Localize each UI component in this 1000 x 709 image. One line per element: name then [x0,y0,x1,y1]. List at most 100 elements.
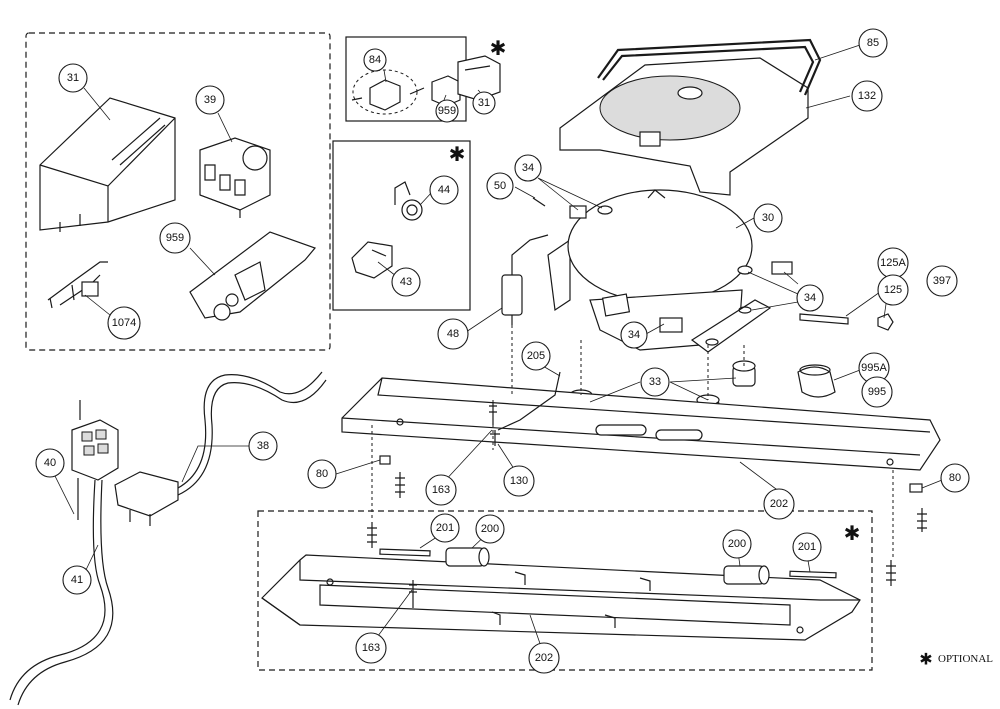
callout-label: 201 [798,541,816,553]
screws-lower [367,522,896,608]
callout-41: 41 [62,565,92,595]
pin-part-201-b [789,570,837,579]
screw-part-80-b [909,483,927,532]
callout-label: 30 [762,212,774,224]
base-plate-part-202 [341,377,941,471]
callout-label: 125A [880,257,906,269]
callout-125a: 125A [877,247,909,279]
callout-label: 80 [316,468,328,480]
cord-part-41 [9,479,114,706]
legend: ✱ OPTIONAL [919,650,993,669]
callout-label: 132 [858,90,876,102]
callout-label: 1074 [112,317,136,329]
callout-label: 34 [804,292,816,304]
handle-part-85 [597,38,822,96]
callout-200-b: 200 [722,529,752,559]
sleeve-part-200-a [445,547,490,567]
top-cover-part-132 [559,57,809,196]
callout-959-a: 959 [159,222,191,254]
callout-label: 202 [770,498,788,510]
callout-31-b: 31 [472,91,496,115]
optional-marker-overload: ✱ [449,142,466,166]
callout-85: 85 [858,28,888,58]
callout-201-a: 201 [430,513,460,543]
callout-1074: 1074 [107,306,141,340]
callout-39: 39 [195,85,225,115]
optional-relay-group [351,55,501,115]
callout-202-b: 202 [528,642,560,674]
callout-label: 33 [649,376,661,388]
callout-31-a: 31 [58,63,88,93]
callout-label: 125 [884,284,902,296]
callout-label: 163 [362,642,380,654]
relay-part-39 [199,137,271,218]
group-box-optional-overload [332,140,471,311]
callout-label: 34 [522,162,534,174]
cap-part-995 [797,364,836,398]
callout-label: 397 [933,275,951,287]
power-cord-part-38 [114,371,327,526]
callout-label: 31 [478,97,490,109]
optional-marker-base: ✱ [844,521,861,545]
callout-50: 50 [486,172,514,200]
callout-label: 50 [494,180,506,192]
callout-80-b: 80 [940,463,970,493]
callout-80-a: 80 [307,459,337,489]
pin-part-201-a [379,548,431,557]
callout-label: 995A [861,362,887,374]
callout-995a: 995A [858,352,890,384]
callout-label: 80 [949,472,961,484]
callout-label: 31 [67,72,79,84]
callout-132: 132 [851,80,883,112]
callout-label: 85 [867,37,879,49]
callout-44: 44 [429,175,459,205]
optional-marker-relay: ✱ [490,36,507,60]
relay-cover-part-31 [39,97,176,232]
callout-40: 40 [35,448,65,478]
wire-part-205 [497,371,561,431]
callout-label: 959 [438,105,456,117]
plug-part-397 [877,313,894,331]
callout-33: 33 [640,367,670,397]
callout-label: 39 [204,94,216,106]
callout-label: 995 [868,386,886,398]
callout-202-a: 202 [763,488,795,520]
callout-200-a: 200 [475,514,505,544]
callout-163-a: 163 [425,474,457,506]
callout-125: 125 [877,274,909,306]
callout-397: 397 [926,265,958,297]
callout-label: 34 [628,329,640,341]
washer-part-130 [490,430,500,446]
capacitor-part-48 [501,234,549,325]
callout-130: 130 [503,465,535,497]
optional-base-plate-part-202 [261,554,861,641]
callout-label: 38 [257,440,269,452]
screw-part-50 [532,197,546,207]
callout-label: 130 [510,475,528,487]
callout-205: 205 [521,341,551,371]
callout-34-b: 34 [796,284,824,312]
grommet-part-34-c [659,317,683,333]
bracket-part-959 [189,231,317,321]
callout-label: 200 [481,523,499,535]
callout-label: 201 [436,522,454,534]
callout-label: 200 [728,538,746,550]
pin-part-125 [799,313,849,325]
legend-symbol: ✱ [919,650,932,669]
screw-part-80-a [379,455,405,498]
callout-163-b: 163 [355,632,387,664]
callout-34-a: 34 [514,154,542,182]
callout-38: 38 [248,431,278,461]
terminal-part-1074 [47,261,108,309]
callout-label: 43 [400,276,412,288]
leader-lines [51,44,943,656]
callout-label: 40 [44,457,56,469]
callout-label: 163 [432,484,450,496]
callout-30: 30 [753,203,783,233]
callout-43: 43 [391,267,421,297]
legend-text: OPTIONAL [938,653,993,665]
callout-label: 202 [535,652,553,664]
callout-label: 44 [438,184,450,196]
callout-label: 84 [369,54,381,66]
